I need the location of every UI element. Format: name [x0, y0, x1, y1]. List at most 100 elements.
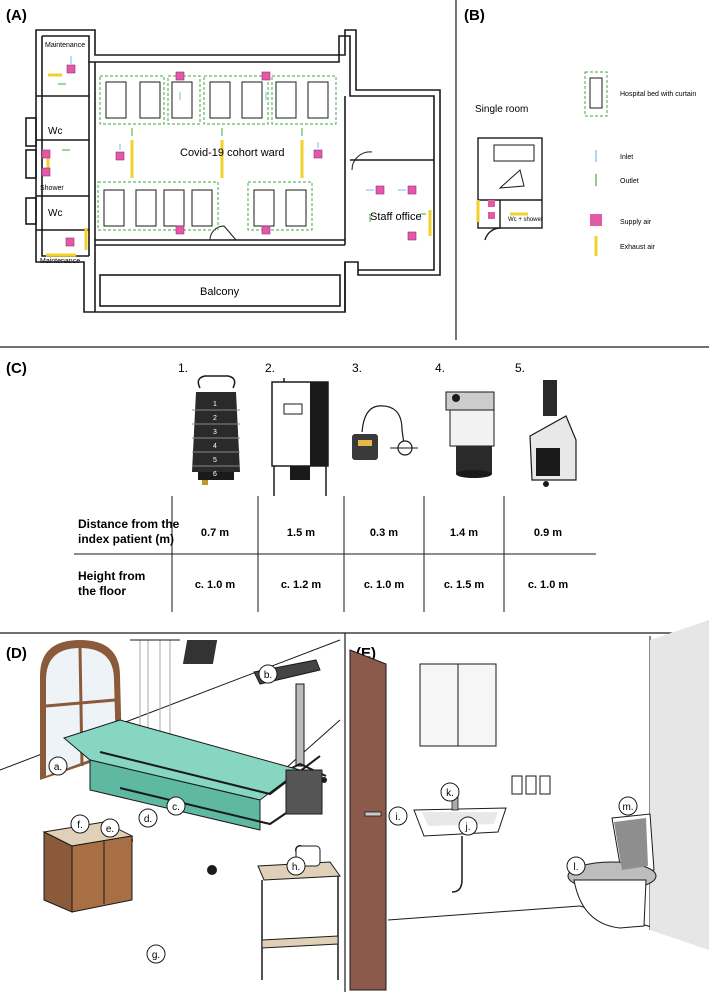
- single-room-sink: [498, 169, 525, 189]
- row2-header-line2: the floor: [78, 584, 126, 598]
- label-single-room: Single room: [475, 104, 528, 115]
- toilet: [567, 813, 657, 929]
- height-value-1: c. 1.0 m: [195, 579, 236, 591]
- mirror-cabinet: [419, 663, 497, 747]
- single-room-supply: [488, 212, 495, 219]
- sampler-number-1: 1.: [178, 361, 188, 375]
- height-value-2: c. 1.2 m: [281, 579, 322, 591]
- row1-header-line1: Distance from the: [78, 517, 180, 531]
- label-balcony: Balcony: [200, 286, 240, 298]
- table-values: 0.7 m 1.5 m 0.3 m 1.4 m 0.9 m c. 1.0 m c. 1.2 …: [195, 527, 569, 591]
- panel-label-a: (A): [6, 7, 27, 24]
- marker-g: g.: [152, 950, 160, 961]
- legend: Hospital bed with curtain Inlet Outlet S…: [584, 71, 696, 256]
- label-staff-office: Staff office: [370, 211, 422, 223]
- legend-inlet: Inlet: [620, 154, 633, 161]
- panel-label-c: (C): [6, 360, 27, 377]
- marker-j: j.: [465, 822, 471, 833]
- panel-label-d: (D): [6, 645, 27, 662]
- legend-supply-icon: [590, 214, 602, 226]
- single-room-supply-2: [488, 200, 495, 207]
- panel-b: (B) Single room Wc + shower Hospital bed…: [464, 7, 696, 256]
- stage-4: 4: [213, 443, 217, 450]
- row1-header-line2: index patient (m): [78, 532, 174, 546]
- panel-e: (E): [349, 620, 709, 991]
- sampler-4-cyclone: [445, 391, 495, 478]
- marker-m: m.: [622, 802, 633, 813]
- label-wc-top: Wc: [48, 126, 62, 137]
- marker-c: c.: [172, 802, 180, 813]
- side-table: [257, 845, 341, 980]
- dispensers: [511, 775, 551, 795]
- distance-value-2: 1.5 m: [287, 527, 315, 539]
- legend-bed-icon: [589, 77, 603, 109]
- marker-d: d.: [144, 814, 152, 825]
- marker-f: f.: [77, 820, 83, 831]
- legend-exhaust: Exhaust air: [620, 244, 656, 251]
- label-shower: Shower: [40, 185, 64, 192]
- sampler-3-pump: [352, 405, 418, 460]
- bedside-cabinet: [42, 821, 134, 913]
- sampler-number-2: 2.: [265, 361, 275, 375]
- curtain: [130, 639, 180, 740]
- marker-l: l.: [574, 862, 579, 873]
- beds-bottom-row: [103, 189, 307, 227]
- sampler-number-5: 5.: [515, 361, 525, 375]
- room-d-marker-labels: a. b. c. d. e. f. g. h.: [54, 670, 300, 961]
- label-wc-bottom: Wc: [48, 208, 62, 219]
- marker-h: h.: [292, 862, 300, 873]
- distance-value-1: 0.7 m: [201, 527, 229, 539]
- side-wall-shade: [650, 620, 709, 950]
- beds-top-row: [105, 81, 329, 119]
- height-value-5: c. 1.0 m: [528, 579, 569, 591]
- panel-c: (C) 1. 2. 3. 4. 5. 1 2 3 4 5 6: [6, 360, 596, 612]
- sampler-table: Distance from the index patient (m) Heig…: [74, 496, 596, 612]
- exhaust-bars: [46, 73, 432, 257]
- floorplan-walls: [25, 29, 441, 313]
- staff-door: [351, 151, 373, 171]
- stage-1: 1: [213, 401, 217, 408]
- stage-2: 2: [213, 415, 217, 422]
- height-value-3: c. 1.0 m: [364, 579, 405, 591]
- sampler-number-4: 4.: [435, 361, 445, 375]
- panel-d: (D): [0, 639, 341, 980]
- ward-door: [209, 225, 237, 241]
- label-wc-shower: Wc + shower: [508, 217, 543, 223]
- stage-5: 5: [213, 457, 217, 464]
- marker-i: i.: [396, 812, 401, 823]
- room-e-marker-labels: i. j. k. l. m.: [396, 788, 634, 873]
- sink: [413, 791, 507, 893]
- distance-value-5: 0.9 m: [534, 527, 562, 539]
- stage-6: 6: [213, 471, 217, 478]
- sampler-5-device: [529, 380, 577, 487]
- legend-supply: Supply air: [620, 219, 652, 226]
- height-value-4: c. 1.5 m: [444, 579, 485, 591]
- legend-outlet: Outlet: [620, 178, 639, 185]
- airflow-arrows: [58, 56, 426, 222]
- stage-3: 3: [213, 429, 217, 436]
- distance-value-4: 1.4 m: [450, 527, 478, 539]
- row2-header-line1: Height from: [78, 569, 145, 583]
- legend-curtain-icon: [584, 71, 608, 117]
- sampler-1-impactor: [192, 375, 240, 485]
- single-room-plan: [477, 137, 543, 241]
- impactor-stage-labels: 1 2 3 4 5 6: [213, 401, 217, 478]
- room-e-markers: [388, 782, 638, 876]
- marker-a: a.: [54, 762, 62, 773]
- label-maintenance-top: Maintenance: [45, 42, 85, 49]
- room-d-markers: [48, 664, 306, 964]
- marker-k: k.: [446, 788, 454, 799]
- supply-squares: [41, 64, 417, 247]
- marker-e: e.: [106, 824, 114, 835]
- panel-a: (A): [6, 7, 441, 313]
- label-ward: Covid-19 cohort ward: [180, 147, 285, 159]
- sampler-2-cabinet: [271, 378, 329, 496]
- curtains-bottom: [97, 181, 313, 231]
- marker-b: b.: [264, 670, 272, 681]
- sampler-number-3: 3.: [352, 361, 362, 375]
- distance-value-3: 0.3 m: [370, 527, 398, 539]
- legend-bed: Hospital bed with curtain: [620, 91, 696, 98]
- door: [349, 649, 387, 991]
- label-maintenance-bottom: Maintenance: [40, 258, 80, 265]
